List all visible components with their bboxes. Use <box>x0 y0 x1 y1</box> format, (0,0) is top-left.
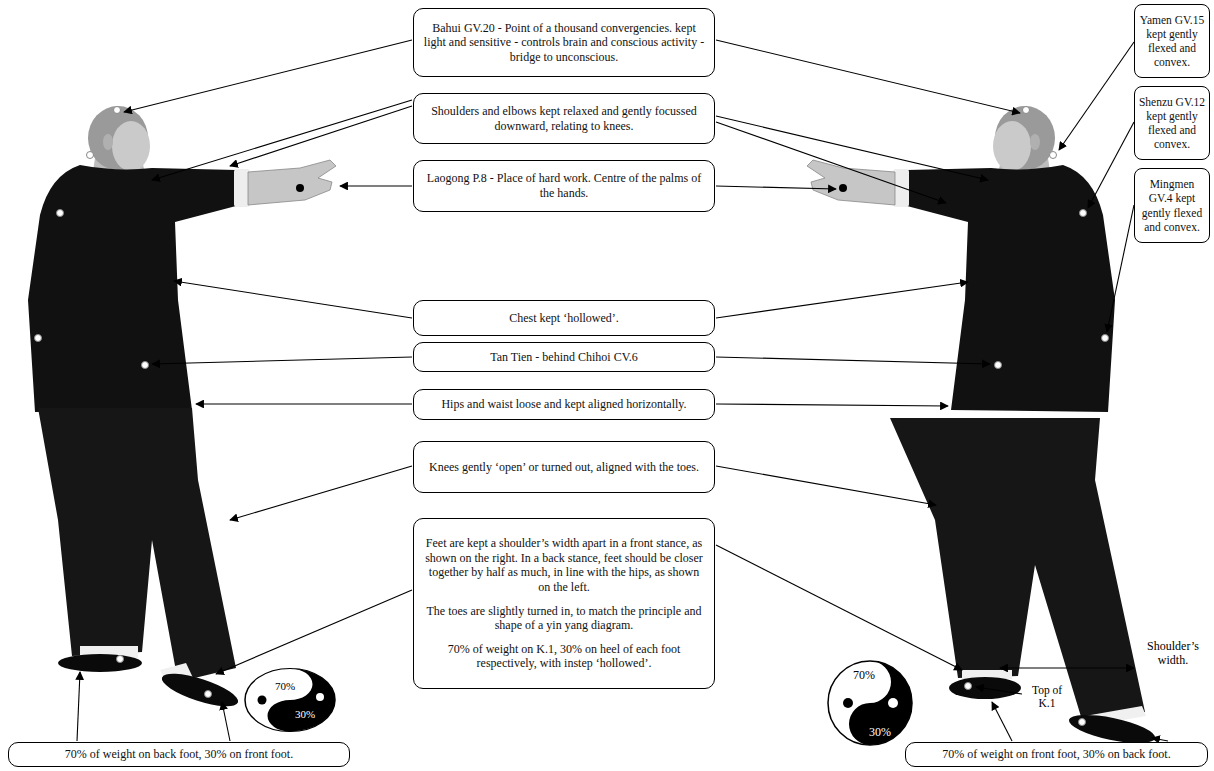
callout-text: Laogong P.8 - Place of hard work. Centre… <box>422 171 706 200</box>
note-label: Top of K.1 <box>1024 684 1070 710</box>
callout-text: The toes are slightly turned in, to matc… <box>422 604 706 633</box>
figure-trousers <box>890 418 1145 720</box>
leader-arrow <box>230 106 412 166</box>
callout-box: Hips and waist loose and kept aligned ho… <box>413 389 715 420</box>
callout-box: Chest kept ‘hollowed’. <box>413 300 715 336</box>
width-arrow <box>1000 667 1134 668</box>
leader-arrows <box>77 40 1168 741</box>
leader-arrow <box>124 40 412 112</box>
leader-arrow <box>716 466 936 505</box>
callout-text: Knees gently ‘open’ or turned out, align… <box>422 460 706 475</box>
callout-text: 70% of weight on front foot, 30% on back… <box>914 747 1199 762</box>
leader-arrow <box>716 282 968 318</box>
leader-arrow <box>216 590 412 674</box>
figure-shoe <box>58 654 142 672</box>
point-dot <box>965 683 972 690</box>
yin-yang-dot <box>258 696 267 705</box>
callout-text: Tan Tien - behind Chihoi CV.6 <box>422 350 706 365</box>
figure-shoe <box>159 667 242 713</box>
leader-arrow <box>976 687 1022 694</box>
callout-box: Yamen GV.15 kept gently flexed and conve… <box>1134 4 1210 78</box>
callout-box: Mingmen GV.4 kept gently flexed and conv… <box>1134 168 1210 243</box>
callout-box: 70% of weight on back foot, 30% on front… <box>8 742 350 767</box>
leader-arrow <box>174 281 412 318</box>
callout-text: Yamen GV.15 kept gently flexed and conve… <box>1138 13 1206 69</box>
callout-text: Feet are kept a shoulder’s width apart i… <box>422 536 706 595</box>
percent-label: 70% <box>847 669 881 683</box>
note-label: Shoulder’s width. <box>1137 640 1209 668</box>
callout-text: Chest kept ‘hollowed’. <box>422 311 706 326</box>
figure-shoe <box>949 677 1021 699</box>
yin-yang-dot <box>843 698 853 708</box>
callout-text: Shoulders and elbows kept relaxed and ge… <box>422 104 706 133</box>
callout-text: 70% of weight on K.1, 30% on heel of eac… <box>422 642 706 671</box>
callout-box: Knees gently ‘open’ or turned out, align… <box>413 441 715 493</box>
callout-box: Laogong P.8 - Place of hard work. Centre… <box>413 160 715 212</box>
callout-text: Hips and waist loose and kept aligned ho… <box>422 397 706 412</box>
leader-arrow <box>152 100 412 180</box>
left-figure-upper <box>28 106 336 412</box>
leader-arrow <box>1107 205 1134 332</box>
callout-box: Feet are kept a shoulder’s width apart i… <box>413 518 715 689</box>
point-dot <box>205 691 212 698</box>
callout-box: Bahui GV.20 - Point of a thousand conver… <box>413 8 715 77</box>
leader-arrow <box>716 122 946 203</box>
percent-label: 30% <box>290 708 320 721</box>
yin-yang-symbol <box>828 661 912 745</box>
figure-trousers <box>38 408 236 682</box>
leader-arrow <box>230 466 412 520</box>
leader-arrow <box>152 357 412 364</box>
leader-arrow <box>1059 42 1134 150</box>
callout-box: Tan Tien - behind Chihoi CV.6 <box>413 342 715 372</box>
percent-label: 30% <box>863 726 897 740</box>
callout-box: 70% of weight on front foot, 30% on back… <box>905 742 1208 767</box>
leader-arrow <box>716 404 948 406</box>
leader-arrow <box>340 185 412 186</box>
leader-arrow <box>1152 738 1168 741</box>
leader-arrow <box>1088 122 1134 208</box>
point-dot <box>1079 719 1086 726</box>
callout-box: Shenzu GV.12 kept gently flexed and conv… <box>1134 86 1210 160</box>
leader-arrow <box>716 357 990 364</box>
callout-box: Shoulders and elbows kept relaxed and ge… <box>413 93 715 144</box>
leader-arrow <box>716 545 962 670</box>
point-dot <box>117 656 124 663</box>
leader-arrow <box>992 702 1012 741</box>
callout-text: 70% of weight on back foot, 30% on front… <box>17 747 341 762</box>
leader-arrow <box>716 186 836 189</box>
callout-text: Mingmen GV.4 kept gently flexed and conv… <box>1138 177 1206 233</box>
percent-label: 70% <box>268 680 302 693</box>
callout-text: Bahui GV.20 - Point of a thousand conver… <box>422 21 706 65</box>
yin-yang-dot <box>316 693 324 701</box>
leader-arrow <box>222 702 230 741</box>
leader-arrow <box>716 40 1020 113</box>
yin-yang-dot <box>888 698 898 708</box>
right-figure-upper <box>807 106 1115 412</box>
leader-arrow <box>77 672 80 741</box>
yin-yang-symbol <box>245 669 335 732</box>
leader-arrow <box>196 403 412 404</box>
callout-text: Shenzu GV.12 kept gently flexed and conv… <box>1138 95 1206 151</box>
